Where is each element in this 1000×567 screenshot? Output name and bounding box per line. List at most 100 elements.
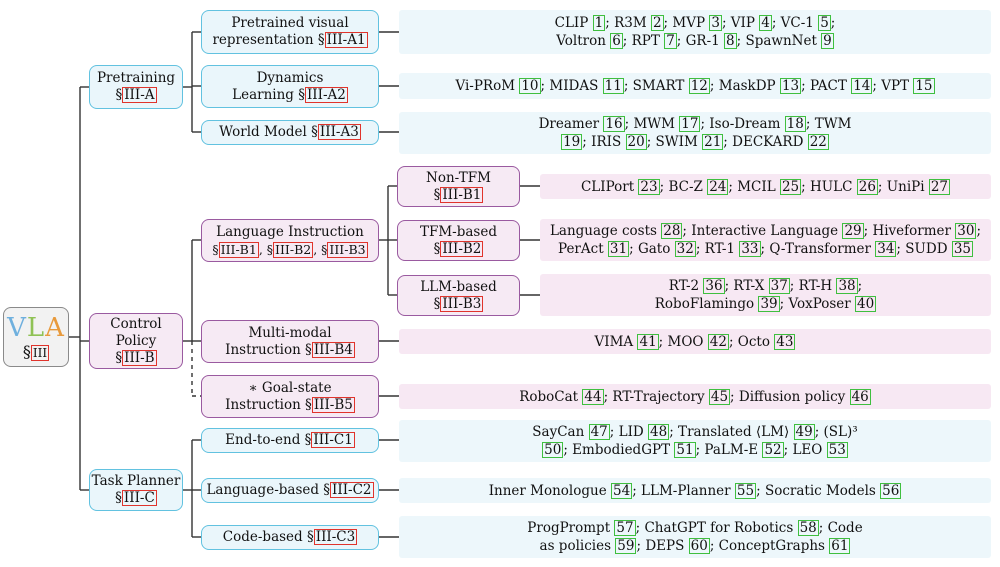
leaf-multi-modal-works: VIMA 41; MOO 42; Octo 43	[399, 329, 991, 354]
citation-ref[interactable]: 57	[614, 520, 636, 536]
node-pretrained-visual-representation: Pretrained visual representation §III-A1	[201, 10, 379, 54]
section-ref: III-A1	[324, 32, 368, 48]
citation-ref[interactable]: 52	[762, 442, 784, 458]
citation-ref[interactable]: 56	[880, 482, 902, 499]
category-pretraining-label: Pretraining	[96, 70, 176, 86]
node-code-based: Code-based §III-C3	[201, 525, 379, 550]
citation-ref[interactable]: 44	[582, 388, 604, 405]
citation-ref[interactable]: 33	[739, 241, 761, 257]
citation-ref[interactable]: 2	[650, 15, 664, 31]
leaf-line: ProgPrompt 57; ChatGPT for Robotics 58; …	[527, 519, 863, 537]
citation-ref[interactable]: 29	[842, 223, 864, 239]
work-name: ;	[976, 223, 982, 239]
citation-ref[interactable]: 12	[688, 78, 710, 94]
citation-ref[interactable]: 8	[724, 33, 737, 49]
category-task-planner: Task Planner §III-C	[89, 469, 183, 511]
leaf-line: CLIP 1; R3M 2; MVP 3; VIP 4; VC-1 5;	[555, 14, 836, 32]
citation-ref[interactable]: 35	[951, 241, 974, 257]
citation-ref[interactable]: 9	[821, 33, 834, 49]
citation-ref[interactable]: 28	[661, 223, 683, 239]
citation-ref[interactable]: 40	[855, 296, 877, 312]
citation-ref[interactable]: 53	[826, 442, 848, 458]
citation-ref[interactable]: 31	[607, 241, 630, 257]
leaf-line: VIMA 41; MOO 42; Octo 43	[595, 333, 796, 351]
citation-ref[interactable]: 13	[779, 78, 802, 94]
citation-ref[interactable]: 7	[664, 33, 677, 49]
citation-ref[interactable]: 47	[588, 424, 610, 440]
citation-ref[interactable]: 4	[759, 15, 772, 31]
citation-ref[interactable]: 19	[561, 134, 583, 150]
citation-ref[interactable]: 50	[542, 442, 564, 458]
citation-ref[interactable]: 15	[913, 78, 935, 94]
citation-ref[interactable]: 24	[707, 178, 729, 195]
citation-ref[interactable]: 46	[849, 388, 871, 405]
leaf-non-tfm-works: CLIPort 23; BC-Z 24; MCIL 25; HULC 26; U…	[540, 174, 991, 199]
leaf-line: PerAct 31; Gato 32; RT-1 33; Q-Transform…	[558, 240, 974, 258]
section-ref: III-B1	[440, 186, 484, 203]
root-letter-v: V	[7, 312, 27, 343]
leaf-end-to-end-works: SayCan 47; LID 48; Translated ⟨LM⟩ 49; (…	[399, 420, 991, 462]
citation-ref[interactable]: 20	[625, 134, 647, 150]
citation-ref[interactable]: 39	[758, 296, 780, 312]
citation-ref[interactable]: 48	[648, 424, 670, 440]
section-mark: §	[115, 87, 123, 103]
citation-ref[interactable]: 37	[768, 278, 790, 294]
citation-ref[interactable]: 6	[610, 33, 623, 49]
work-name: ;	[830, 15, 836, 31]
citation-ref[interactable]: 10	[519, 78, 541, 94]
section-ref: III-A2	[304, 86, 348, 103]
citation-ref[interactable]: 41	[637, 333, 659, 350]
citation-ref[interactable]: 21	[702, 134, 724, 150]
work-name: ; GR-1	[676, 33, 725, 49]
citation-ref[interactable]: 23	[638, 178, 660, 195]
citation-ref[interactable]: 45	[708, 388, 731, 405]
citation-ref[interactable]: 26	[856, 178, 878, 195]
citation-ref[interactable]: 60	[688, 538, 710, 554]
citation-ref[interactable]: 3	[709, 15, 722, 31]
citation-ref[interactable]: 34	[875, 241, 897, 257]
work-name: ; ConceptGraphs	[709, 538, 830, 554]
citation-ref[interactable]: 22	[807, 134, 829, 150]
category-task-planner-label: Task Planner	[91, 473, 181, 489]
leaf-code-based-works: ProgPrompt 57; ChatGPT for Robotics 58; …	[399, 516, 991, 558]
citation-ref[interactable]: 16	[603, 116, 625, 132]
citation-ref[interactable]: 61	[829, 538, 851, 554]
section-ref: III-B2	[273, 241, 314, 258]
work-name: ; RT-X	[724, 278, 769, 294]
citation-ref[interactable]: 58	[797, 520, 819, 536]
citation-ref[interactable]: 32	[674, 241, 696, 257]
citation-ref[interactable]: 51	[674, 442, 696, 458]
work-name: ; RT-Trajectory	[603, 388, 709, 405]
citation-ref[interactable]: 1	[592, 15, 606, 31]
leaf-language-based-works: Inner Monologue 54; LLM-Planner 55; Socr…	[399, 478, 991, 503]
work-name: ; Octo	[728, 333, 775, 350]
citation-ref[interactable]: 11	[602, 78, 624, 94]
work-name: ; (SL)³	[814, 424, 858, 440]
work-name: ; SMART	[623, 78, 689, 94]
section-mark: §	[266, 241, 274, 257]
citation-ref[interactable]: 43	[774, 333, 796, 350]
work-name: CLIPort	[580, 178, 639, 195]
citation-ref[interactable]: 25	[779, 178, 802, 195]
section-mark: §	[115, 349, 123, 366]
citation-ref[interactable]: 17	[679, 116, 701, 132]
citation-ref[interactable]: 55	[734, 482, 757, 499]
work-name: ; IRIS	[582, 134, 626, 150]
work-name: ; Hiveformer	[863, 223, 956, 239]
leaf-tfm-based-works: Language costs 28; Interactive Language …	[540, 219, 991, 261]
citation-ref[interactable]: 42	[707, 333, 729, 350]
node-line: representation §	[212, 32, 325, 48]
section-mark: §	[115, 490, 122, 506]
node-end-to-end: End-to-end §III-C1	[201, 428, 379, 453]
citation-ref[interactable]: 49	[793, 424, 815, 440]
citation-ref[interactable]: 5	[818, 15, 831, 31]
citation-ref[interactable]: 14	[851, 78, 873, 94]
citation-ref[interactable]: 36	[703, 278, 725, 294]
citation-ref[interactable]: 30	[955, 223, 977, 239]
citation-ref[interactable]: 59	[615, 538, 637, 554]
citation-ref[interactable]: 38	[836, 278, 858, 294]
citation-ref[interactable]: 18	[784, 116, 806, 132]
work-name: ; LEO	[783, 442, 827, 458]
citation-ref[interactable]: 54	[611, 482, 633, 499]
citation-ref[interactable]: 27	[928, 178, 951, 195]
